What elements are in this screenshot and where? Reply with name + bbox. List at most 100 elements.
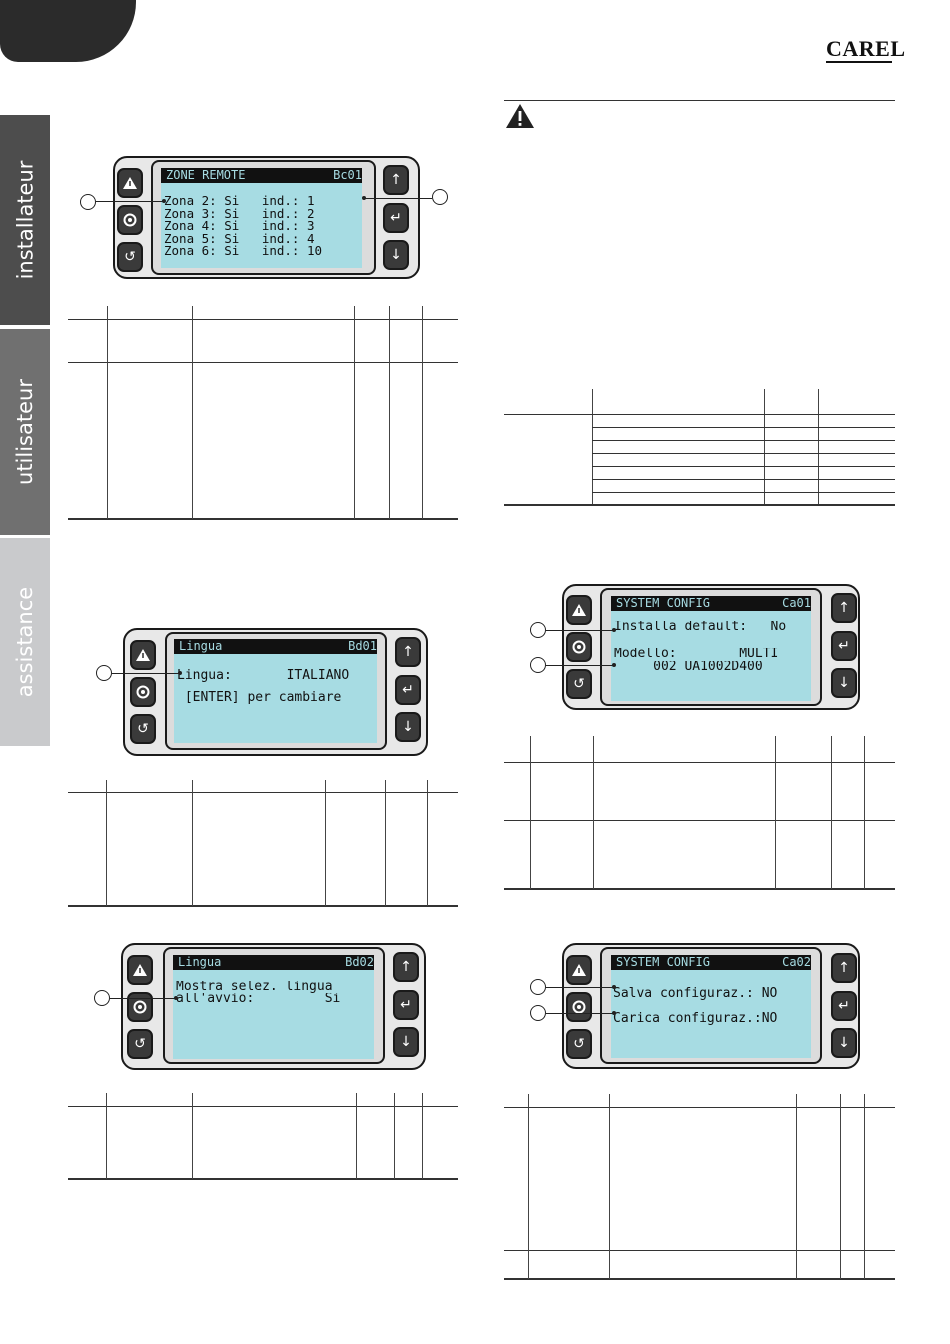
enter-arrow-icon: ↵	[400, 997, 412, 1013]
prg-button[interactable]	[130, 677, 156, 707]
table-column	[385, 780, 386, 906]
callout-marker	[530, 979, 546, 995]
circle-dot-icon	[572, 640, 586, 654]
prg-button[interactable]	[566, 632, 592, 662]
enter-arrow-icon: ↵	[838, 638, 850, 654]
table-rule	[68, 792, 458, 793]
warning-triangle-icon	[123, 177, 137, 189]
side-tab-installateur[interactable]: installateur	[0, 115, 50, 325]
screen-title: Lingua	[178, 955, 222, 969]
table-rule	[68, 319, 458, 320]
table-column	[192, 306, 193, 519]
callout-dot	[178, 671, 182, 675]
table-column	[840, 1094, 841, 1279]
up-button[interactable]: ↑	[383, 165, 409, 195]
table-rule	[68, 1106, 458, 1107]
table-column	[356, 1093, 357, 1179]
esc-button[interactable]: ↺	[127, 1029, 153, 1059]
table-column	[106, 1093, 107, 1179]
zone-line: Zona 6: Si ind.: 10	[164, 245, 323, 258]
enter-arrow-icon: ↵	[402, 682, 414, 698]
esc-button[interactable]: ↺	[130, 714, 156, 744]
enter-button[interactable]: ↵	[393, 990, 419, 1020]
down-button[interactable]: ↓	[831, 668, 857, 698]
up-button[interactable]: ↑	[393, 952, 419, 982]
table-rule	[504, 820, 895, 821]
table-column	[864, 736, 865, 889]
table-rule	[504, 888, 895, 890]
arrow-down-icon: ↓	[838, 1035, 850, 1051]
enter-button[interactable]: ↵	[395, 675, 421, 705]
down-button[interactable]: ↓	[395, 712, 421, 742]
load-config-line: Carica configuraz.:NO	[613, 1011, 778, 1026]
prg-button[interactable]	[117, 205, 143, 235]
alarm-button[interactable]	[566, 595, 592, 625]
table-rule	[504, 1250, 895, 1251]
table-column	[422, 306, 423, 519]
corner-tab	[0, 0, 136, 62]
callout-leader	[546, 665, 614, 667]
callout-dot	[612, 985, 616, 989]
zone-line: Zona 2: Si ind.: 1	[164, 195, 315, 208]
table-column	[775, 736, 776, 889]
table-rule	[592, 427, 895, 428]
callout-dot	[612, 663, 616, 667]
warning-triangle-icon	[506, 104, 534, 128]
down-button[interactable]: ↓	[393, 1027, 419, 1057]
table-rule	[68, 1178, 458, 1180]
table-column	[394, 1093, 395, 1179]
arrow-up-icon: ↑	[838, 600, 850, 616]
esc-button[interactable]: ↺	[566, 1029, 592, 1059]
alarm-button[interactable]	[566, 955, 592, 985]
esc-button[interactable]: ↺	[566, 669, 592, 699]
table-rule	[68, 905, 458, 907]
table-column	[422, 1093, 423, 1179]
table-column	[764, 389, 765, 505]
up-button[interactable]: ↑	[395, 637, 421, 667]
screen-code: Ca01	[782, 596, 811, 610]
zone-line: Zona 4: Si ind.: 3	[164, 220, 315, 233]
table-column	[818, 389, 819, 505]
arrow-up-icon: ↑	[390, 172, 402, 188]
alarm-button[interactable]	[117, 168, 143, 198]
down-button[interactable]: ↓	[383, 240, 409, 270]
alarm-button[interactable]	[130, 640, 156, 670]
table-rule	[504, 504, 895, 506]
table-column	[427, 780, 428, 906]
language-line: Lingua: ITALIANO	[177, 668, 350, 683]
return-arrow-icon: ↺	[134, 1036, 146, 1052]
table-rule	[504, 414, 895, 415]
lcd-screen-system-config-ca01: SYSTEM CONFIG Ca01 Installa default: No …	[611, 596, 811, 701]
arrow-down-icon: ↓	[402, 719, 414, 735]
up-button[interactable]: ↑	[831, 593, 857, 623]
table-rule	[592, 440, 895, 441]
prg-button[interactable]	[127, 992, 153, 1022]
install-default-line: Installa default: No	[614, 621, 787, 634]
circle-dot-icon	[123, 213, 137, 227]
arrow-up-icon: ↑	[838, 960, 850, 976]
screen-title: Lingua	[179, 639, 223, 653]
up-button[interactable]: ↑	[831, 953, 857, 983]
return-arrow-icon: ↺	[124, 249, 136, 265]
side-tab-utilisateur[interactable]: utilisateur	[0, 329, 50, 535]
enter-button[interactable]: ↵	[831, 991, 857, 1021]
table-column	[107, 306, 108, 519]
lcd-screen-lingua-bd02: Lingua Bd02 Mostra selez. lingua all'avv…	[173, 955, 374, 1059]
callout-leader	[364, 198, 432, 200]
model-code-line: 002 UA1002D400	[614, 660, 763, 673]
table-column	[325, 780, 326, 906]
callout-marker	[432, 189, 448, 205]
prg-button[interactable]	[566, 992, 592, 1022]
down-button[interactable]: ↓	[831, 1028, 857, 1058]
lcd-screen-lingua-bd01: Lingua Bd01 Lingua: ITALIANO [ENTER] per…	[174, 639, 377, 743]
lcd-screen-system-config-ca02: SYSTEM CONFIG Ca02 Salva configuraz.: NO…	[611, 955, 811, 1058]
table-column	[592, 389, 593, 505]
enter-button[interactable]: ↵	[383, 203, 409, 233]
alarm-button[interactable]	[127, 955, 153, 985]
enter-button[interactable]: ↵	[831, 631, 857, 661]
table-column	[530, 736, 531, 889]
table-column	[796, 1094, 797, 1279]
esc-button[interactable]: ↺	[117, 242, 143, 272]
arrow-down-icon: ↓	[838, 675, 850, 691]
side-tab-assistance[interactable]: assistance	[0, 538, 50, 746]
